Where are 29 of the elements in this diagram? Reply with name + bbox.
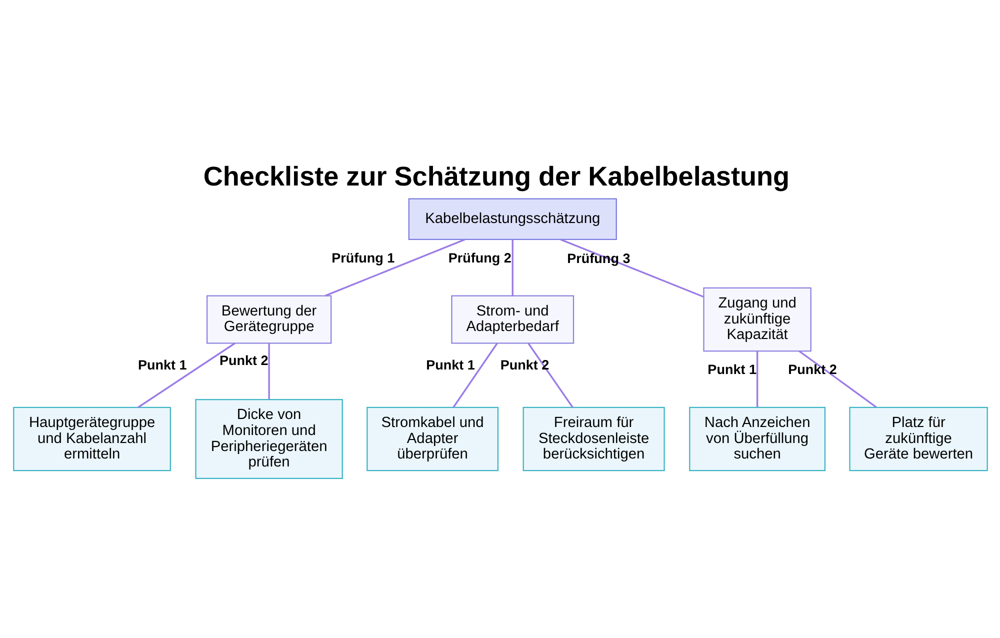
node-box: Nach Anzeichen von Überfüllung suchen — [688, 406, 826, 471]
edge-label: Punkt 2 — [500, 357, 549, 372]
node-box: Dicke von Monitoren und Peripheriegeräten prüfen — [194, 398, 342, 479]
node-box: Zugang und zukünftige Kapazität — [702, 286, 811, 352]
connector — [137, 342, 235, 408]
connector — [560, 238, 704, 298]
node-box: Freiraum für Steckdosenleiste berücksichtigen — [522, 406, 664, 471]
edge-label: Prüfung 2 — [448, 250, 511, 265]
edge-label: Prüfung 1 — [331, 250, 394, 265]
node-box: Stromkabel und Adapter überprüfen — [366, 406, 498, 471]
connector — [511, 239, 513, 296]
edge-label: Punkt 2 — [788, 362, 836, 377]
connector — [324, 238, 465, 296]
edge-label: Punkt 1 — [137, 357, 186, 372]
node-box: Hauptgerätegruppe und Kabelanzahl ermitteln — [12, 406, 170, 471]
connector — [756, 350, 758, 407]
connector — [268, 342, 270, 399]
connector — [527, 342, 573, 408]
connector — [798, 350, 876, 408]
diagram-title: Checkliste zur Schätzung der Kabelbelastung — [202, 161, 790, 192]
node-box: Kabelbelastungsschätzung — [408, 198, 616, 240]
edge-label: Prüfung 3 — [566, 250, 630, 266]
node-box: Strom- und Adapterbedarf — [450, 294, 574, 344]
connector — [452, 342, 498, 408]
node-box: Platz für zukünftige Geräte bewerten — [848, 406, 988, 471]
node-box: Bewertung der Gerätegruppe — [206, 294, 332, 344]
edge-label: Punkt 2 — [218, 352, 268, 368]
edge-label: Punkt 1 — [707, 362, 756, 377]
edge-label: Punkt 1 — [426, 357, 474, 372]
